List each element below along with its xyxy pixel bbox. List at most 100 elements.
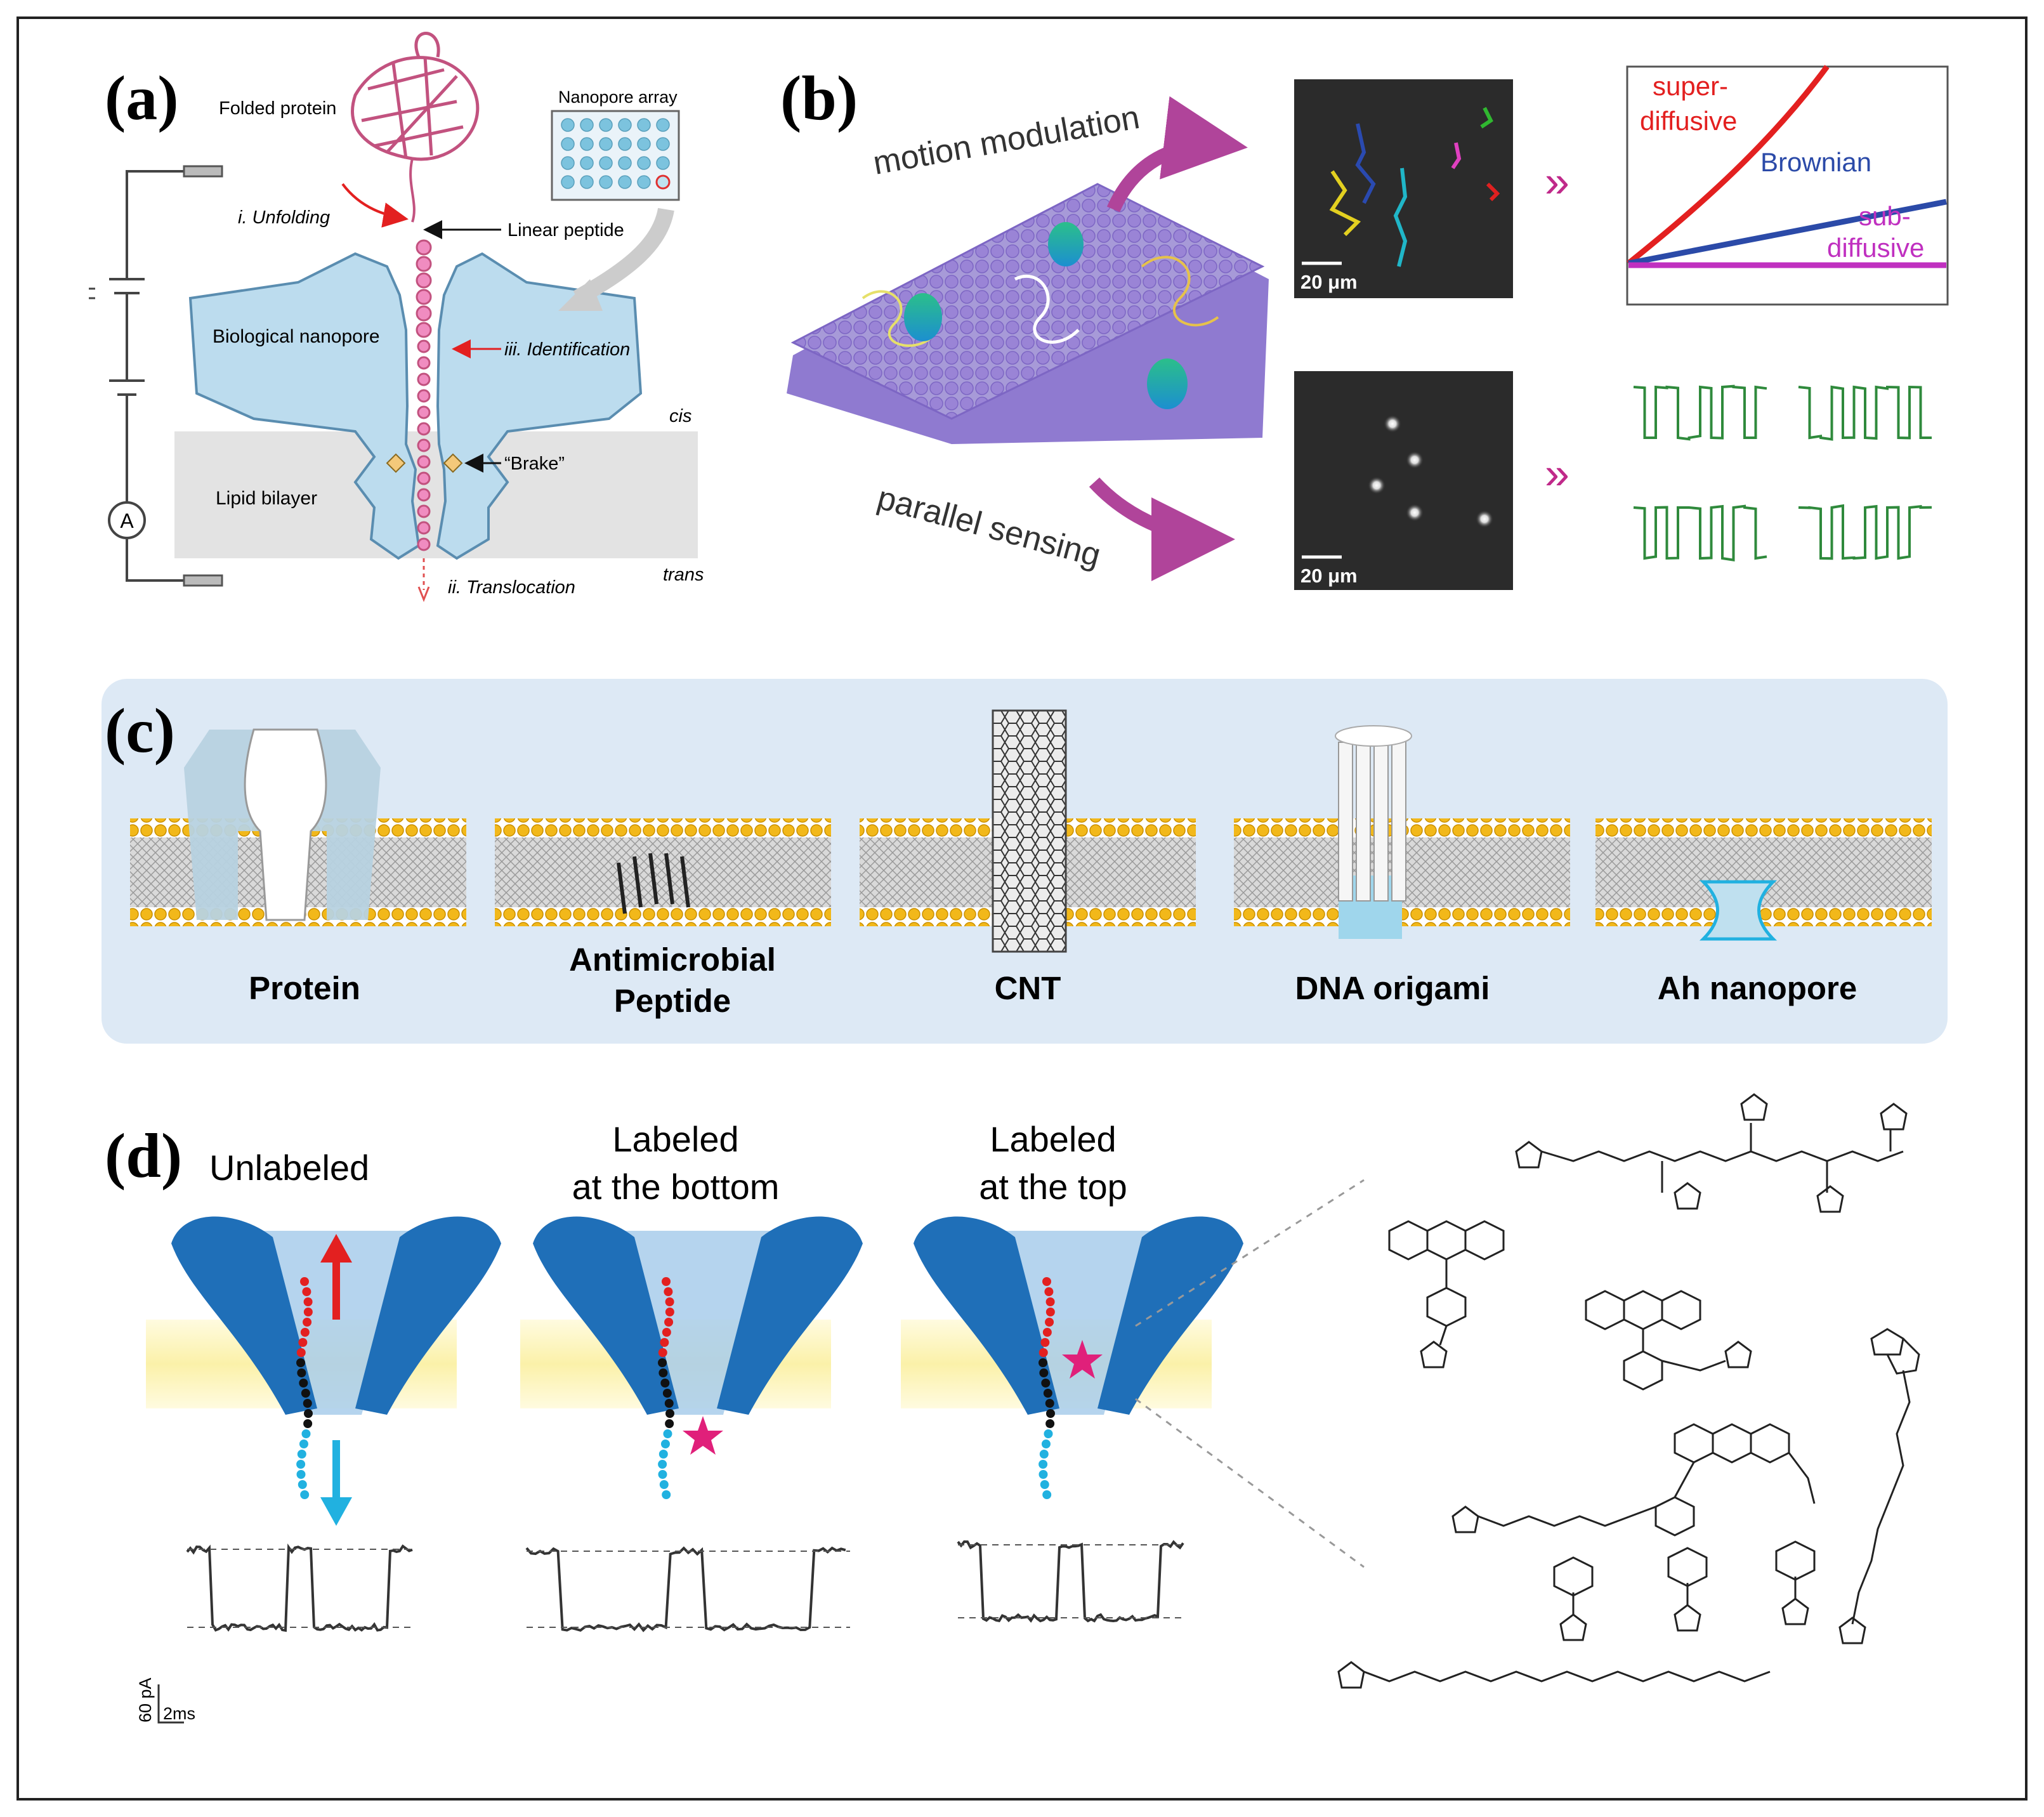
- label-cis: cis: [669, 406, 691, 426]
- peptide-bead: [418, 390, 429, 402]
- telegraph-trace: [1634, 506, 1767, 560]
- structure-maleimide-adenine: [1339, 1542, 1814, 1688]
- array-well: [619, 119, 631, 131]
- dna-bead: [1040, 1450, 1049, 1459]
- particle-middle: [1048, 222, 1084, 266]
- dna-bead: [663, 1389, 672, 1398]
- dna-bead: [304, 1308, 313, 1316]
- zoom-line-lower: [1136, 1399, 1364, 1567]
- array-well: [580, 176, 593, 188]
- peptide-bead: [417, 273, 431, 287]
- peptide-bead: [418, 423, 429, 435]
- dna-bead: [1040, 1480, 1049, 1489]
- dna-bead: [301, 1429, 310, 1438]
- dna-bead: [665, 1399, 674, 1408]
- peptide-bead: [418, 440, 429, 451]
- dna-bead: [298, 1338, 307, 1347]
- dna-bead: [1038, 1460, 1047, 1469]
- array-well: [580, 119, 593, 131]
- dna-bead: [658, 1460, 667, 1469]
- dna-bead: [665, 1297, 674, 1306]
- array-well: [638, 138, 650, 150]
- array-well: [619, 157, 631, 169]
- dna-bead: [1040, 1338, 1049, 1347]
- battery-icon: [89, 289, 95, 298]
- particle-left: [904, 293, 942, 341]
- dna-bead: [658, 1470, 667, 1479]
- panel-a-tag: (a): [105, 63, 179, 133]
- current-traces: [1634, 386, 1932, 560]
- dna-bead: [1043, 1328, 1052, 1337]
- dna-bead: [301, 1389, 310, 1398]
- label-top-2: at the top: [979, 1167, 1127, 1207]
- peptide-bead: [418, 489, 429, 501]
- label-protein: Protein: [249, 970, 360, 1006]
- dna-bead: [301, 1328, 310, 1337]
- array-well: [599, 157, 612, 169]
- array-well: [580, 157, 593, 169]
- dna-bead: [1042, 1490, 1051, 1499]
- dna-bead: [660, 1379, 669, 1387]
- unfolding-arrow: [343, 184, 406, 219]
- lipid-heads-top: [495, 818, 831, 837]
- peptide-bead: [418, 357, 429, 369]
- label-linear-peptide: Linear peptide: [508, 220, 624, 240]
- particle-right: [1147, 358, 1188, 409]
- peptide-bead: [418, 506, 429, 517]
- label-parallel-sensing: parallel sensing: [874, 480, 1104, 575]
- label-sub-2: diffusive: [1827, 233, 1924, 263]
- label-top-1: Labeled: [990, 1119, 1116, 1159]
- array-well: [657, 138, 669, 150]
- dna-bead: [296, 1358, 305, 1367]
- label-antimicrobial: Antimicrobial: [569, 941, 776, 978]
- label-bottom-2: at the bottom: [572, 1167, 780, 1207]
- panel-b-tag: (b): [780, 63, 858, 133]
- dna-bead: [1042, 1277, 1051, 1286]
- array-well: [638, 157, 650, 169]
- label-unlabeled: Unlabeled: [209, 1148, 369, 1188]
- dna-bead: [665, 1409, 674, 1418]
- dna-bead: [1044, 1287, 1053, 1296]
- peptide-bead: [417, 323, 431, 337]
- dna-bead: [298, 1480, 307, 1489]
- label-bottom-1: Labeled: [612, 1119, 738, 1159]
- label-biological-nanopore: Biological nanopore: [213, 326, 380, 347]
- panel-d: (d) Unlabeled Labeled at the bottom Labe…: [105, 1094, 1919, 1723]
- peptide-bead: [417, 257, 431, 271]
- dna-bead: [296, 1470, 305, 1479]
- sensing-arrow: [1094, 482, 1221, 539]
- array-well: [619, 176, 631, 188]
- label-ah-nanopore: Ah nanopore: [1658, 970, 1857, 1006]
- label-super-2: diffusive: [1640, 106, 1737, 136]
- dna-origami-bundle: [1335, 726, 1412, 939]
- dna-bead: [304, 1409, 313, 1418]
- array-well: [657, 157, 669, 169]
- dna-bead: [1045, 1419, 1054, 1428]
- array-well: [657, 119, 669, 131]
- dna-bead: [1046, 1297, 1055, 1306]
- dna-bead: [297, 1368, 306, 1377]
- scale-label-bottom: 20 μm: [1300, 565, 1358, 587]
- peptide-bead: [417, 290, 431, 304]
- peptide-bead: [418, 539, 429, 550]
- dna-bead: [660, 1480, 669, 1489]
- scale-label-top: 20 μm: [1300, 271, 1358, 293]
- array-well: [619, 138, 631, 150]
- array-well: [657, 176, 669, 188]
- dna-bead: [303, 1419, 312, 1428]
- blockade-trace: [958, 1542, 1183, 1621]
- peptide-bead: [417, 240, 431, 254]
- dna-bead: [296, 1460, 305, 1469]
- label-unfolding: i. Unfolding: [238, 207, 330, 228]
- label-brownian: Brownian: [1760, 147, 1871, 177]
- carbon-nanotube: [993, 711, 1066, 952]
- blockade-trace: [187, 1546, 412, 1630]
- dna-bead: [303, 1318, 311, 1327]
- down-arrowhead-blue: [320, 1497, 352, 1526]
- dna-bead: [658, 1348, 667, 1357]
- chemical-structures: [1339, 1094, 1919, 1688]
- structure-cyanine: [1453, 1424, 1814, 1535]
- dna-bead: [1045, 1399, 1054, 1408]
- dna-bead: [664, 1287, 672, 1296]
- dna-bead: [662, 1277, 671, 1286]
